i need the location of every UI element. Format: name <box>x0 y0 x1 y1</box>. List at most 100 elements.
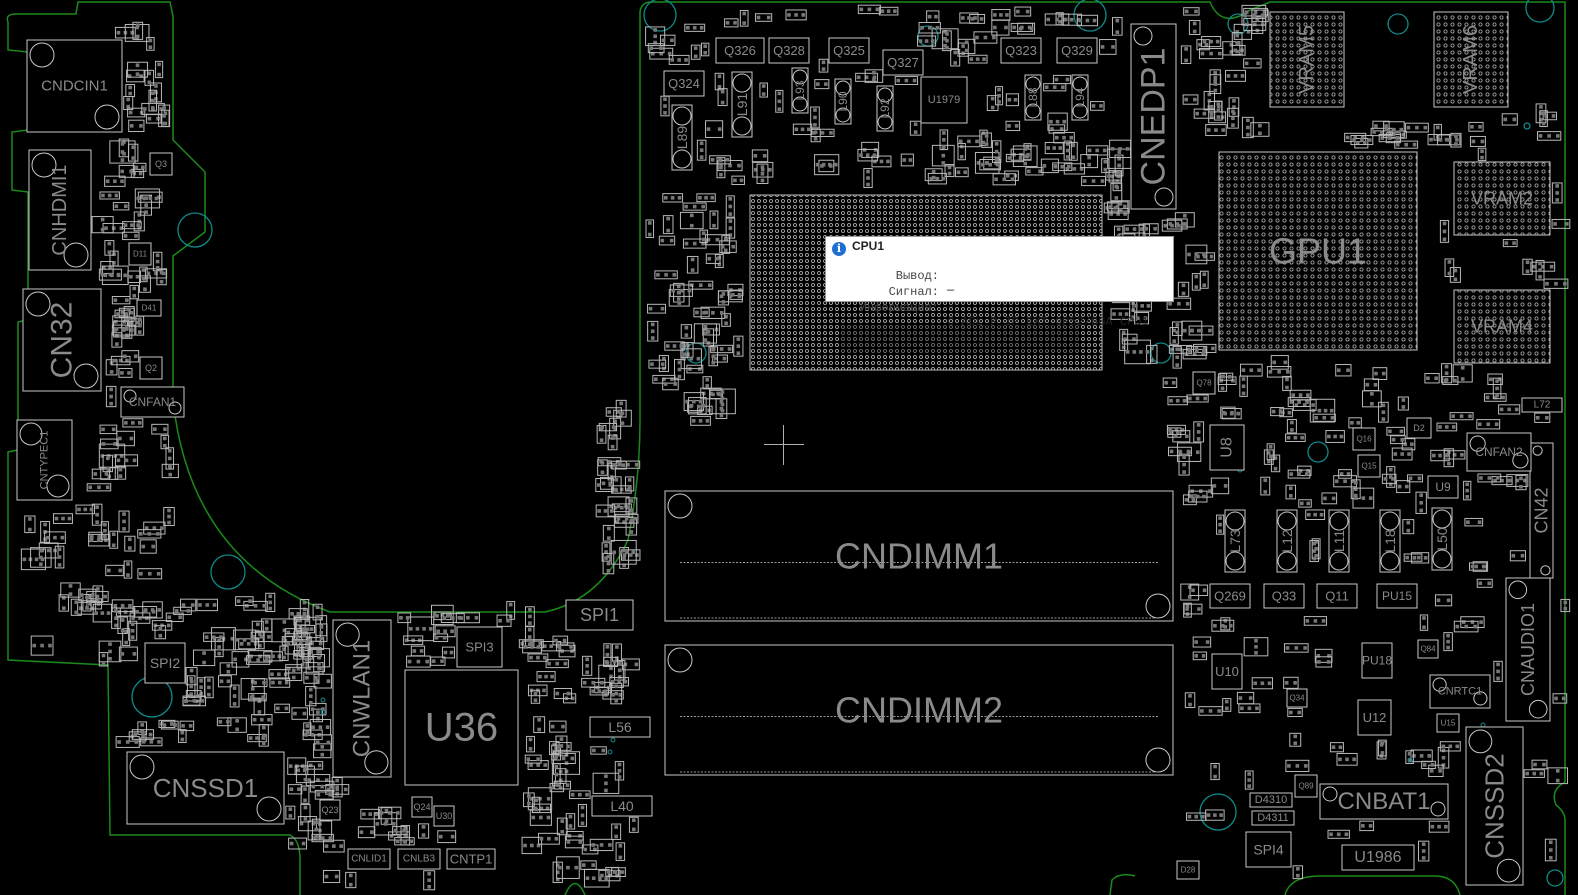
component-pu15[interactable]: PU15 <box>1376 583 1418 609</box>
component-l40[interactable]: L40 <box>591 795 653 817</box>
tooltip-title: CPU1 <box>852 239 885 253</box>
component-q324[interactable]: Q324 <box>663 70 705 97</box>
component-q11[interactable]: Q11 <box>1316 583 1358 609</box>
component-d2[interactable]: D2 <box>1406 417 1432 439</box>
component-q325[interactable]: Q325 <box>828 37 870 64</box>
component-u1979[interactable]: U1979 <box>920 76 968 124</box>
smd-part <box>250 631 273 643</box>
component-q78[interactable]: Q78 <box>1192 371 1216 395</box>
component-pu18[interactable]: PU18 <box>1361 642 1393 679</box>
smd-part <box>1377 739 1387 757</box>
component-cnedp1[interactable]: CNEDP1 <box>1130 23 1177 210</box>
component-cndcin1[interactable]: CNDCIN1 <box>26 39 123 133</box>
component-cn32[interactable]: CN32 <box>22 288 102 392</box>
smd-part <box>173 606 192 616</box>
smd-part <box>311 818 321 841</box>
component-l11[interactable]: L11 <box>1328 509 1350 573</box>
smd-part <box>179 720 195 732</box>
component-l50[interactable]: L50 <box>1431 507 1453 571</box>
smd-part <box>1193 421 1205 443</box>
component-l89[interactable]: L89 <box>671 104 693 171</box>
component-cnaudio1[interactable]: CNAUDIO1 <box>1505 577 1551 722</box>
component-q3[interactable]: Q3 <box>149 152 173 176</box>
component-cnfan1[interactable]: CNFAN1 <box>120 386 185 418</box>
component-cnrtc1[interactable]: CNRTC1 <box>1429 674 1491 709</box>
component-q327[interactable]: Q327 <box>882 49 924 76</box>
component-label: D2 <box>1413 423 1425 433</box>
component-d4311[interactable]: D4311 <box>1251 810 1295 826</box>
component-l56[interactable]: L56 <box>589 716 651 738</box>
component-u12[interactable]: U12 <box>1357 699 1392 736</box>
component-vram4[interactable]: VRAM4 <box>1453 289 1551 364</box>
component-cnssd1[interactable]: CNSSD1 <box>126 751 285 825</box>
component-cnbat1[interactable]: CNBAT1 <box>1319 783 1449 820</box>
component-cnlid1[interactable]: CNLID1 <box>347 848 391 870</box>
component-l73[interactable]: L73 <box>1224 509 1246 573</box>
component-q34[interactable]: Q34 <box>1286 688 1308 708</box>
smd-part <box>78 588 97 602</box>
component-u9[interactable]: U9 <box>1427 475 1459 499</box>
component-q33[interactable]: Q33 <box>1263 583 1305 609</box>
component-l18[interactable]: L18 <box>1379 509 1401 573</box>
component-d4310[interactable]: D4310 <box>1249 792 1293 808</box>
component-l93[interactable]: L93 <box>791 67 809 114</box>
smd-part <box>625 497 638 514</box>
component-q329[interactable]: Q329 <box>1056 37 1098 64</box>
smd-part <box>1463 480 1472 501</box>
component-cndimm1[interactable]: CNDIMM1 <box>664 490 1174 622</box>
component-d11[interactable]: D11 <box>128 242 152 266</box>
tooltip-row-signal: Сигнал: — <box>826 271 1171 327</box>
component-cndimm2[interactable]: CNDIMM2 <box>664 644 1174 776</box>
smd-part <box>160 434 170 450</box>
component-vram6[interactable]: VRAM6 <box>1433 11 1509 108</box>
component-spi1[interactable]: SPI1 <box>565 599 634 631</box>
component-d28[interactable]: D28 <box>1176 860 1200 880</box>
smd-part <box>1453 620 1479 633</box>
component-u1986[interactable]: U1986 <box>1341 844 1415 871</box>
component-u15[interactable]: U15 <box>1436 713 1460 733</box>
component-l88[interactable]: L88 <box>1024 74 1042 121</box>
component-cnhdmi1[interactable]: CNHDMI1 <box>28 149 92 271</box>
component-vram5[interactable]: VRAM5 <box>1269 11 1345 108</box>
component-u36[interactable]: U36 <box>404 669 519 786</box>
component-q326[interactable]: Q326 <box>715 37 765 64</box>
smd-part <box>137 721 148 735</box>
component-l94[interactable]: L94 <box>1071 74 1089 121</box>
component-cnwlan1[interactable]: CNWLAN1 <box>332 619 392 778</box>
component-spi4[interactable]: SPI4 <box>1245 831 1292 868</box>
component-cntp1[interactable]: CNTP1 <box>446 848 496 870</box>
component-spi3[interactable]: SPI3 <box>456 626 503 668</box>
component-d41[interactable]: D41 <box>136 299 162 317</box>
component-q15[interactable]: Q15 <box>1357 454 1381 478</box>
component-l72[interactable]: L72 <box>1521 397 1563 413</box>
component-cnlb3[interactable]: CNLB3 <box>397 848 441 870</box>
smd-part <box>431 604 454 626</box>
component-spi2[interactable]: SPI2 <box>144 642 186 684</box>
component-q16[interactable]: Q16 <box>1352 427 1376 451</box>
component-l90[interactable]: L90 <box>834 78 852 125</box>
component-u10[interactable]: U10 <box>1211 653 1243 690</box>
component-u8[interactable]: U8 <box>1209 424 1245 471</box>
component-gpu1[interactable]: GPU1 <box>1218 151 1418 351</box>
component-q24[interactable]: Q24 <box>411 796 433 818</box>
component-q84[interactable]: Q84 <box>1417 639 1439 659</box>
component-cn42[interactable]: CN42 <box>1529 442 1554 579</box>
component-l12[interactable]: L12 <box>1276 509 1298 573</box>
smd-part <box>931 144 955 167</box>
component-q269[interactable]: Q269 <box>1209 583 1251 609</box>
component-l91[interactable]: L91 <box>731 71 753 138</box>
component-q328[interactable]: Q328 <box>768 37 810 64</box>
smd-part <box>1535 259 1545 281</box>
component-q323[interactable]: Q323 <box>1000 37 1042 64</box>
component-q89[interactable]: Q89 <box>1294 774 1318 798</box>
component-u30[interactable]: U30 <box>433 805 455 827</box>
component-label: D11 <box>133 250 148 259</box>
component-vram2[interactable]: VRAM2 <box>1453 161 1551 236</box>
component-l92[interactable]: L92 <box>876 85 894 132</box>
component-cntypec1[interactable]: CNTYPEC1 <box>16 419 73 501</box>
component-q2[interactable]: Q2 <box>139 356 163 380</box>
component-cnfan2[interactable]: CNFAN2 <box>1466 432 1532 472</box>
component-q23[interactable]: Q23 <box>319 799 341 821</box>
component-cnssd2[interactable]: CNSSD2 <box>1465 726 1524 886</box>
